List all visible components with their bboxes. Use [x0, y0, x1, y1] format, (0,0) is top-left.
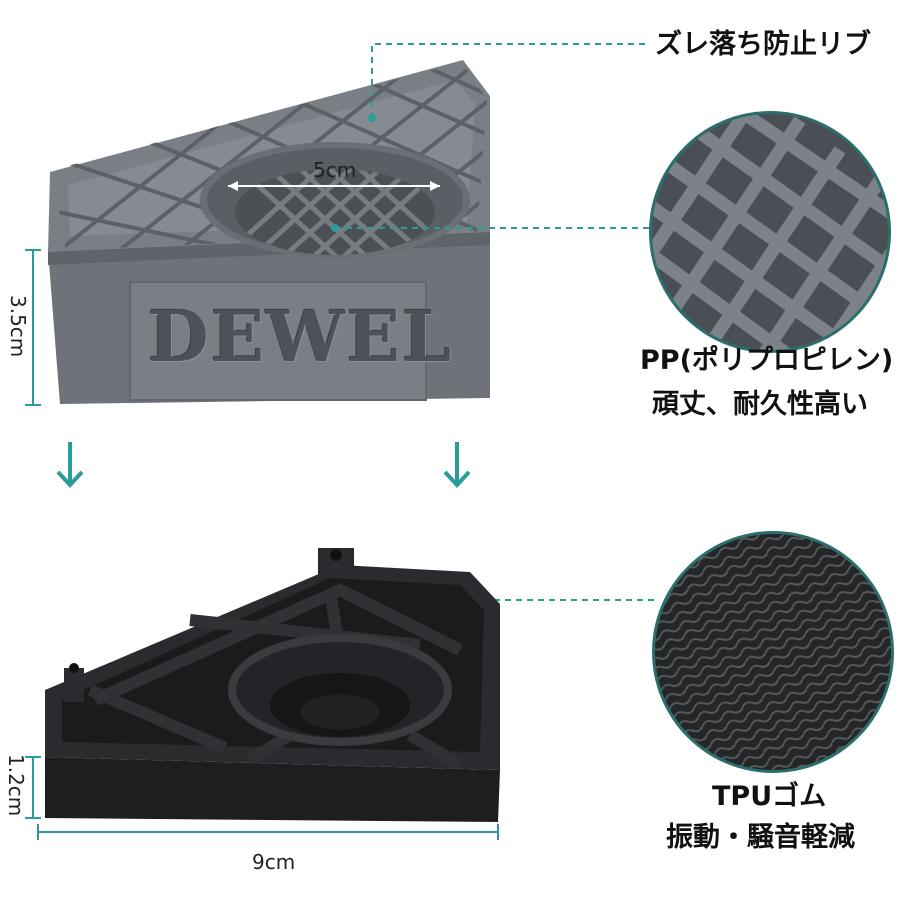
- rib-annotation: ズレ落ち防止リブ: [655, 29, 871, 60]
- pp-feature-label: 頑丈、耐久性高い: [652, 389, 868, 420]
- down-arrow-icon: [443, 442, 471, 488]
- brand-embossing: DEWEL: [148, 295, 454, 378]
- tpu-closeup: [652, 531, 894, 773]
- diameter-label: 5cm: [313, 158, 357, 182]
- width-label: 9cm: [252, 850, 296, 874]
- pp-material-label: PP(ポリプロピレン): [640, 345, 894, 376]
- brand-panel: [129, 281, 427, 401]
- tpu-feature-label: 振動・騒音軽減: [666, 822, 855, 853]
- down-arrow-icon: [56, 442, 84, 488]
- upper-height-label: 3.5cm: [6, 295, 30, 358]
- rib-leader-line: [371, 43, 645, 118]
- lower-base-front: [45, 757, 500, 822]
- tpu-material-label: TPUゴム: [712, 781, 827, 812]
- lower-height-label: 1.2cm: [4, 754, 28, 817]
- lower-base: [45, 548, 500, 822]
